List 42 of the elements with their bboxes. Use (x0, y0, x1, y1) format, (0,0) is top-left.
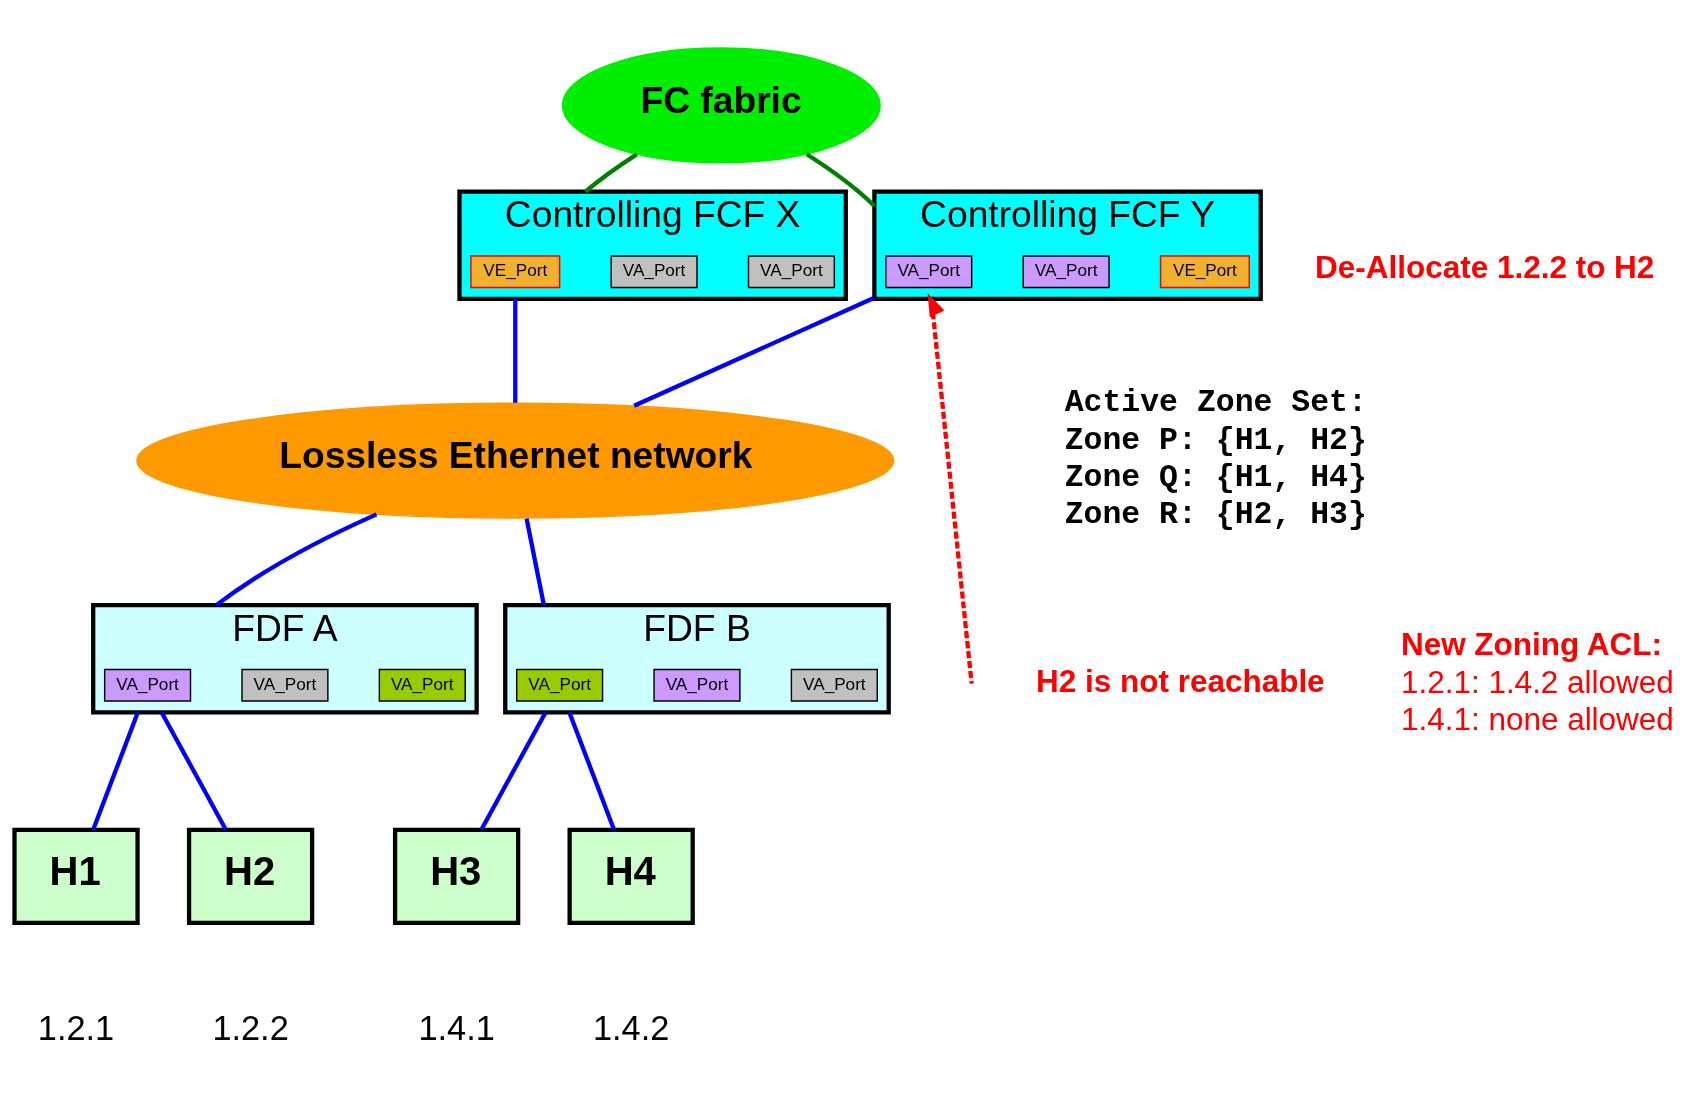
node-box: VA_Port (790, 668, 878, 702)
node-box: VA_Port (653, 668, 741, 702)
node-box: VA_Port (516, 668, 604, 702)
label: Active Zone Set: (1064, 384, 1367, 420)
node-label: 1.2.1 (37, 1008, 115, 1047)
connector (214, 511, 378, 607)
node-box: H4 (567, 827, 695, 925)
node-box: VA_Port (610, 254, 698, 288)
arrow (927, 292, 974, 684)
label: 1.4.1: none allowed (1400, 701, 1674, 737)
label: New Zoning ACL: (1400, 626, 1662, 662)
node-box: VA_Port (1022, 254, 1110, 288)
node-box: H1 (12, 827, 140, 925)
node-box: H3 (392, 827, 521, 925)
connector (479, 710, 548, 831)
node-box: VA_Port (378, 668, 466, 702)
connector (584, 152, 638, 193)
connector (567, 711, 616, 830)
connector (524, 517, 546, 606)
node-box: H2 (186, 827, 315, 925)
node-ellipse: Lossless Ethernet network (136, 402, 895, 519)
connector (159, 710, 228, 831)
connector (633, 295, 876, 408)
connector (513, 298, 518, 403)
node-label: 1.4.1 (418, 1008, 495, 1047)
node-box: VA_Port (885, 254, 973, 288)
label: 1.2.1: 1.4.2 allowed (1400, 664, 1674, 700)
label: Zone Q: {H1, H4} (1064, 459, 1367, 495)
connector (805, 152, 876, 208)
node-ellipse: FC fabric (561, 46, 881, 163)
label: Zone P: {H1, H2} (1064, 422, 1367, 458)
node-box: VA_Port (241, 668, 329, 702)
node-label: 1.2.2 (212, 1008, 289, 1047)
node-box: VA_Port (103, 668, 192, 702)
connector (91, 711, 140, 830)
label: H2 is not reachable (1036, 663, 1325, 699)
node-box: VE_Port (470, 254, 561, 288)
label: Zone R: {H2, H3} (1064, 496, 1367, 532)
node-label: 1.4.2 (592, 1008, 670, 1047)
node-box: VE_Port (1159, 254, 1250, 288)
node-box: VA_Port (747, 254, 836, 288)
label: De-Allocate 1.2.2 to H2 (1315, 249, 1655, 285)
